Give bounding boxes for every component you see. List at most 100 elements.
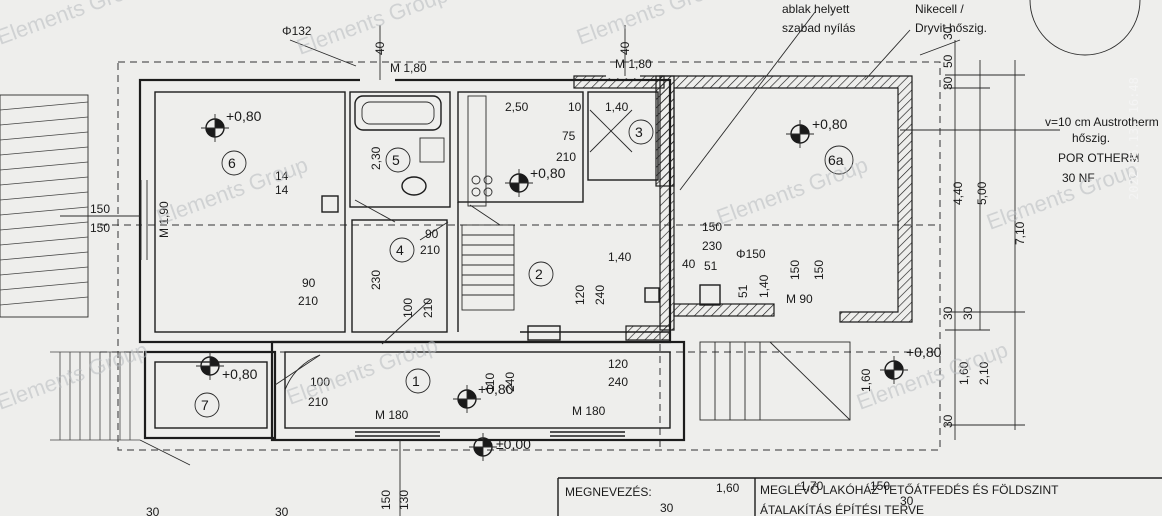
note-top: ablak helyett xyxy=(782,2,850,16)
level-room6a: +0,80 xyxy=(812,116,848,132)
dim-14-b: 14 xyxy=(275,183,289,197)
dim-top-30: 30 xyxy=(941,26,955,40)
watermark-5: Elements Group xyxy=(713,152,871,230)
dim-r1160: 1,60 xyxy=(859,368,873,392)
dim-top-40-a: 40 xyxy=(373,41,387,55)
room-label-7: 7 xyxy=(201,397,209,413)
title-label-3: ÁTALAKÍTÁS ÉPÍTÉSI TERVE xyxy=(760,502,924,516)
note-top-right-2: Dryvit hőszig. xyxy=(915,21,987,35)
level-room2: +0,80 xyxy=(530,165,566,181)
watermark-7: Elements Group xyxy=(0,337,151,415)
dim-210-v: 210 xyxy=(421,298,435,318)
dim-150-6a: 150 xyxy=(702,220,722,234)
dim-120-b: 120 xyxy=(608,357,628,371)
dim-r30-a: 30 xyxy=(941,76,955,90)
photo-timestamp: 2022.05.13. 16:48 xyxy=(1127,77,1141,200)
dim-100-7: 100 xyxy=(310,375,330,389)
level-room6: +0,80 xyxy=(226,108,262,124)
dim-100-v: 100 xyxy=(401,298,415,318)
dim-210-a: 210 xyxy=(556,150,576,164)
room-label-6: 6 xyxy=(228,155,236,171)
dim-210-4: 210 xyxy=(420,243,440,257)
watermark-3: Elements Group xyxy=(573,0,731,50)
dim-m180-top-left: M 1,80 xyxy=(390,61,427,75)
title-v30-b: 30 xyxy=(900,494,914,508)
note-chimney: Φ150 xyxy=(736,247,766,261)
note-top-right: Nikecell / xyxy=(915,2,964,16)
dim-m180-b2: M 180 xyxy=(572,404,606,418)
dim-120: 120 xyxy=(573,285,587,305)
dim-240-b: 240 xyxy=(608,375,628,389)
dim-210-7: 210 xyxy=(308,395,328,409)
dim-230-6a: 230 xyxy=(702,239,722,253)
level-room7: +0,80 xyxy=(222,366,258,382)
dim-10: 10 xyxy=(568,100,582,114)
dim-r440: 4,40 xyxy=(951,181,965,205)
title-v170: 1,70 xyxy=(800,479,824,493)
watermark-6: Elements Group xyxy=(983,157,1141,235)
dim-m180-top-mid: M 1,80 xyxy=(615,57,652,71)
dim-m190: M 1,90 xyxy=(157,201,171,238)
left-terrace xyxy=(0,94,140,441)
dim-150-v: 150 xyxy=(788,260,802,280)
watermark-8: Elements Group xyxy=(283,332,441,410)
stairs xyxy=(461,109,851,421)
dim-140-v: 1,40 xyxy=(757,274,771,298)
outline-dashed xyxy=(117,61,941,451)
dim-r710: 7,10 xyxy=(1013,221,1027,245)
dim-top-40-b: 40 xyxy=(618,41,632,55)
dim-250: 2,50 xyxy=(505,100,529,114)
dim-r50: 50 xyxy=(941,54,955,68)
level-room1: +0,80 xyxy=(478,381,514,397)
dim-51-b: 51 xyxy=(736,284,750,298)
note-right-3: POR OTHERM xyxy=(1058,151,1139,165)
dim-51-a: 51 xyxy=(704,259,718,273)
dim-150-v2: 150 xyxy=(812,260,826,280)
dim-240-1: 240 xyxy=(503,372,517,392)
level-markers xyxy=(196,114,908,461)
dim-75: 75 xyxy=(562,129,576,143)
room-label-2: 2 xyxy=(535,266,543,282)
room-label-3: 3 xyxy=(635,124,643,140)
dim-230-v: 230 xyxy=(369,270,383,290)
level-entry: ±0,00 xyxy=(496,436,531,452)
dim-r500: 5,00 xyxy=(975,181,989,205)
walls xyxy=(138,74,913,442)
room-label-6a: 6a xyxy=(828,152,844,168)
note-right-2: hőszig. xyxy=(1072,131,1110,145)
dim-r30-c: 30 xyxy=(961,306,975,320)
room-circles xyxy=(194,119,854,418)
dim-210-b: 210 xyxy=(298,294,318,308)
dim-14-a: 14 xyxy=(275,169,289,183)
dimension-lines-right xyxy=(900,39,1060,440)
dim-90-4: 90 xyxy=(425,227,439,241)
dim-r30-d: 30 xyxy=(941,414,955,428)
title-v160: 1,60 xyxy=(716,481,740,495)
level-right-stair: +0,80 xyxy=(906,344,942,360)
dim-b130: 130 xyxy=(397,490,411,510)
dim-m180-b1: M 180 xyxy=(375,408,409,422)
dim-40: 40 xyxy=(682,257,696,271)
title-v30-a: 30 xyxy=(660,501,674,515)
dim-b150: 150 xyxy=(379,490,393,510)
bathroom-fixtures xyxy=(354,95,493,207)
door-swings xyxy=(139,0,1141,466)
dim-90: 90 xyxy=(302,276,316,290)
dim-140-mid: 1,40 xyxy=(608,250,632,264)
dim-110: 110 xyxy=(483,373,497,392)
watermark-1: Elements Group xyxy=(0,0,151,50)
title-label-1: MEGNEVEZÉS: xyxy=(565,484,652,499)
note-right-4: 30 NF xyxy=(1062,171,1095,185)
room-label-1: 1 xyxy=(412,373,420,389)
dim-230-5: 2,30 xyxy=(369,146,383,170)
dim-r30-b: 30 xyxy=(941,306,955,320)
note-right-1: v=10 cm Austrotherm xyxy=(1045,115,1159,129)
note-top-2: szabad nyílás xyxy=(782,21,855,35)
dim-150-left-a: 150 xyxy=(90,202,110,216)
dim-b30-b: 30 xyxy=(275,505,289,516)
dimension-lines-other xyxy=(60,25,626,516)
dim-150-left-b: 150 xyxy=(90,221,110,235)
room-label-4: 4 xyxy=(396,242,404,258)
title-v150: 150 xyxy=(870,479,890,493)
